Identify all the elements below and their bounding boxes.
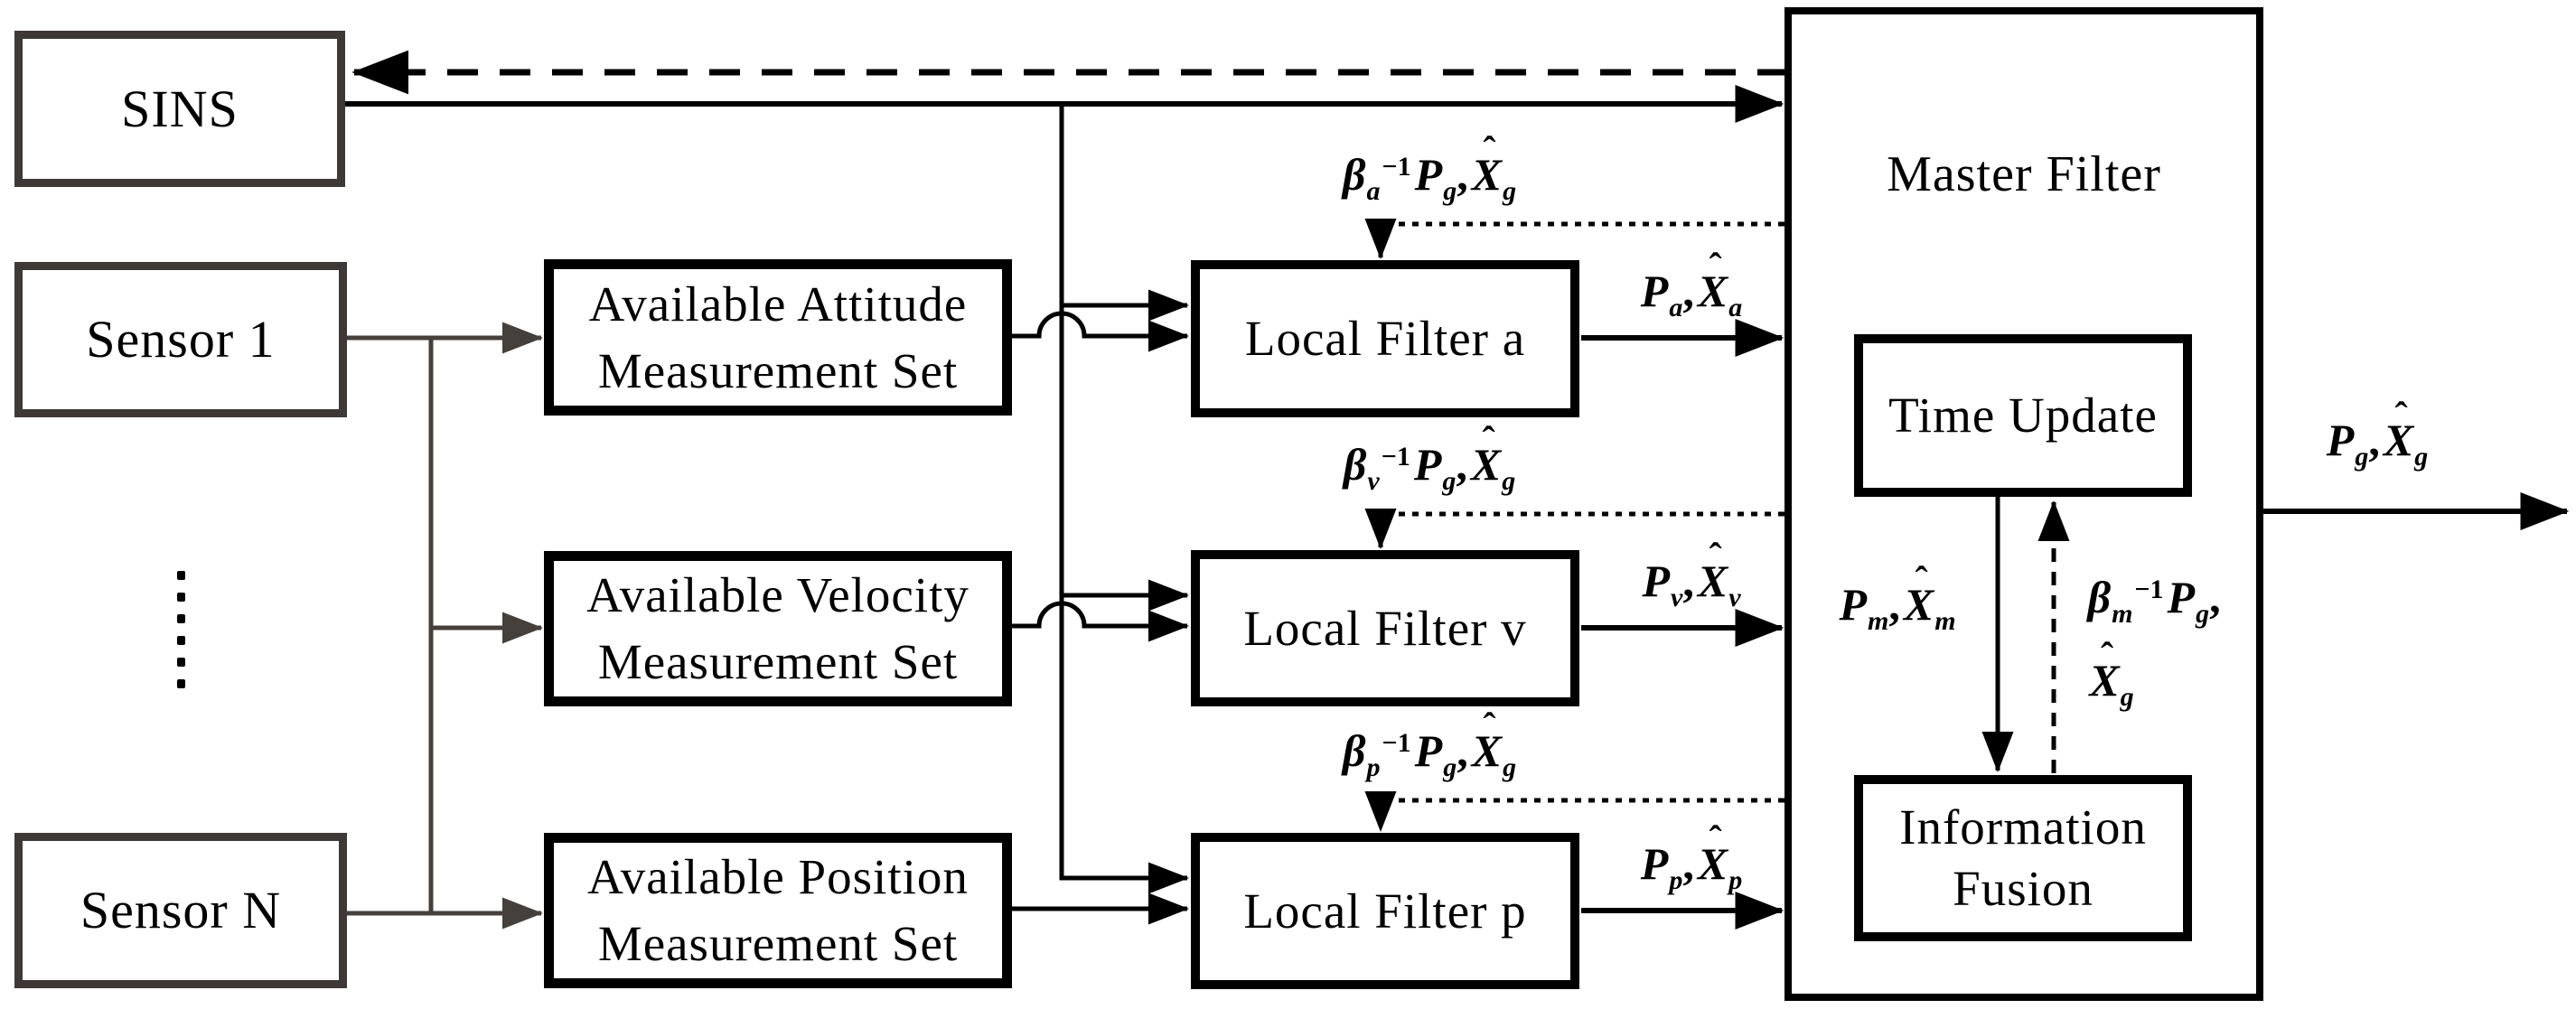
- master-feedback-label-line1: βm−1Pg,: [2087, 572, 2221, 630]
- attitude-set-line1: Available Attitude: [588, 276, 968, 332]
- time-update-label: Time Update: [1888, 388, 2158, 443]
- master-filter-title: Master Filter: [1887, 146, 2161, 202]
- position-measurement-set-box: Available Position Measurement Set: [544, 833, 1012, 988]
- information-fusion-line2: Fusion: [1953, 861, 2094, 916]
- sensor-1-label: Sensor 1: [86, 310, 276, 369]
- master-feedback-to-filter-v-dotted-arrow: [1364, 508, 1784, 549]
- velocity-set-line1: Available Velocity: [586, 567, 970, 622]
- information-fusion-line1: Information: [1899, 799, 2147, 855]
- local-filter-v-box: Local Filter v: [1191, 550, 1579, 706]
- attitude-measurement-set-box: Available Attitude Measurement Set: [544, 259, 1012, 416]
- velocity-to-filter-v-arrow: [1012, 601, 1189, 642]
- local-filter-a-label: Local Filter a: [1244, 311, 1526, 366]
- attitude-set-line2: Measurement Set: [597, 342, 959, 398]
- master-feedback-to-filter-p-dotted-arrow: [1364, 790, 1784, 832]
- attitude-to-filter-a-arrow: [1012, 311, 1189, 352]
- local-filter-a-box: Local Filter a: [1191, 260, 1579, 417]
- velocity-set-line2: Measurement Set: [597, 634, 959, 689]
- position-set-line1: Available Position: [587, 849, 969, 904]
- local-filter-v-label: Local Filter v: [1243, 600, 1527, 656]
- velocity-measurement-set-box: Available Velocity Measurement Set: [544, 551, 1012, 706]
- position-set-line2: Measurement Set: [597, 916, 959, 971]
- master-filter-box: Master Filter: [1784, 7, 2263, 1001]
- sensor-1-box: Sensor 1: [14, 262, 347, 417]
- sensor-vertical-ellipsis: [177, 571, 185, 688]
- master-feedback-to-filter-a-dotted-arrow: [1364, 218, 1784, 259]
- local-filter-p-label: Local Filter p: [1243, 883, 1527, 939]
- sensor-n-label: Sensor N: [80, 881, 282, 939]
- sins-box: SINS: [14, 31, 345, 187]
- local-filter-p-box: Local Filter p: [1191, 833, 1579, 989]
- sins-label: SINS: [121, 79, 239, 138]
- sensor-n-box: Sensor N: [14, 833, 347, 988]
- information-fusion-box: Information Fusion: [1854, 775, 2192, 941]
- sins-bus-line: [1059, 107, 1189, 894]
- time-update-box: Time Update: [1854, 334, 2192, 497]
